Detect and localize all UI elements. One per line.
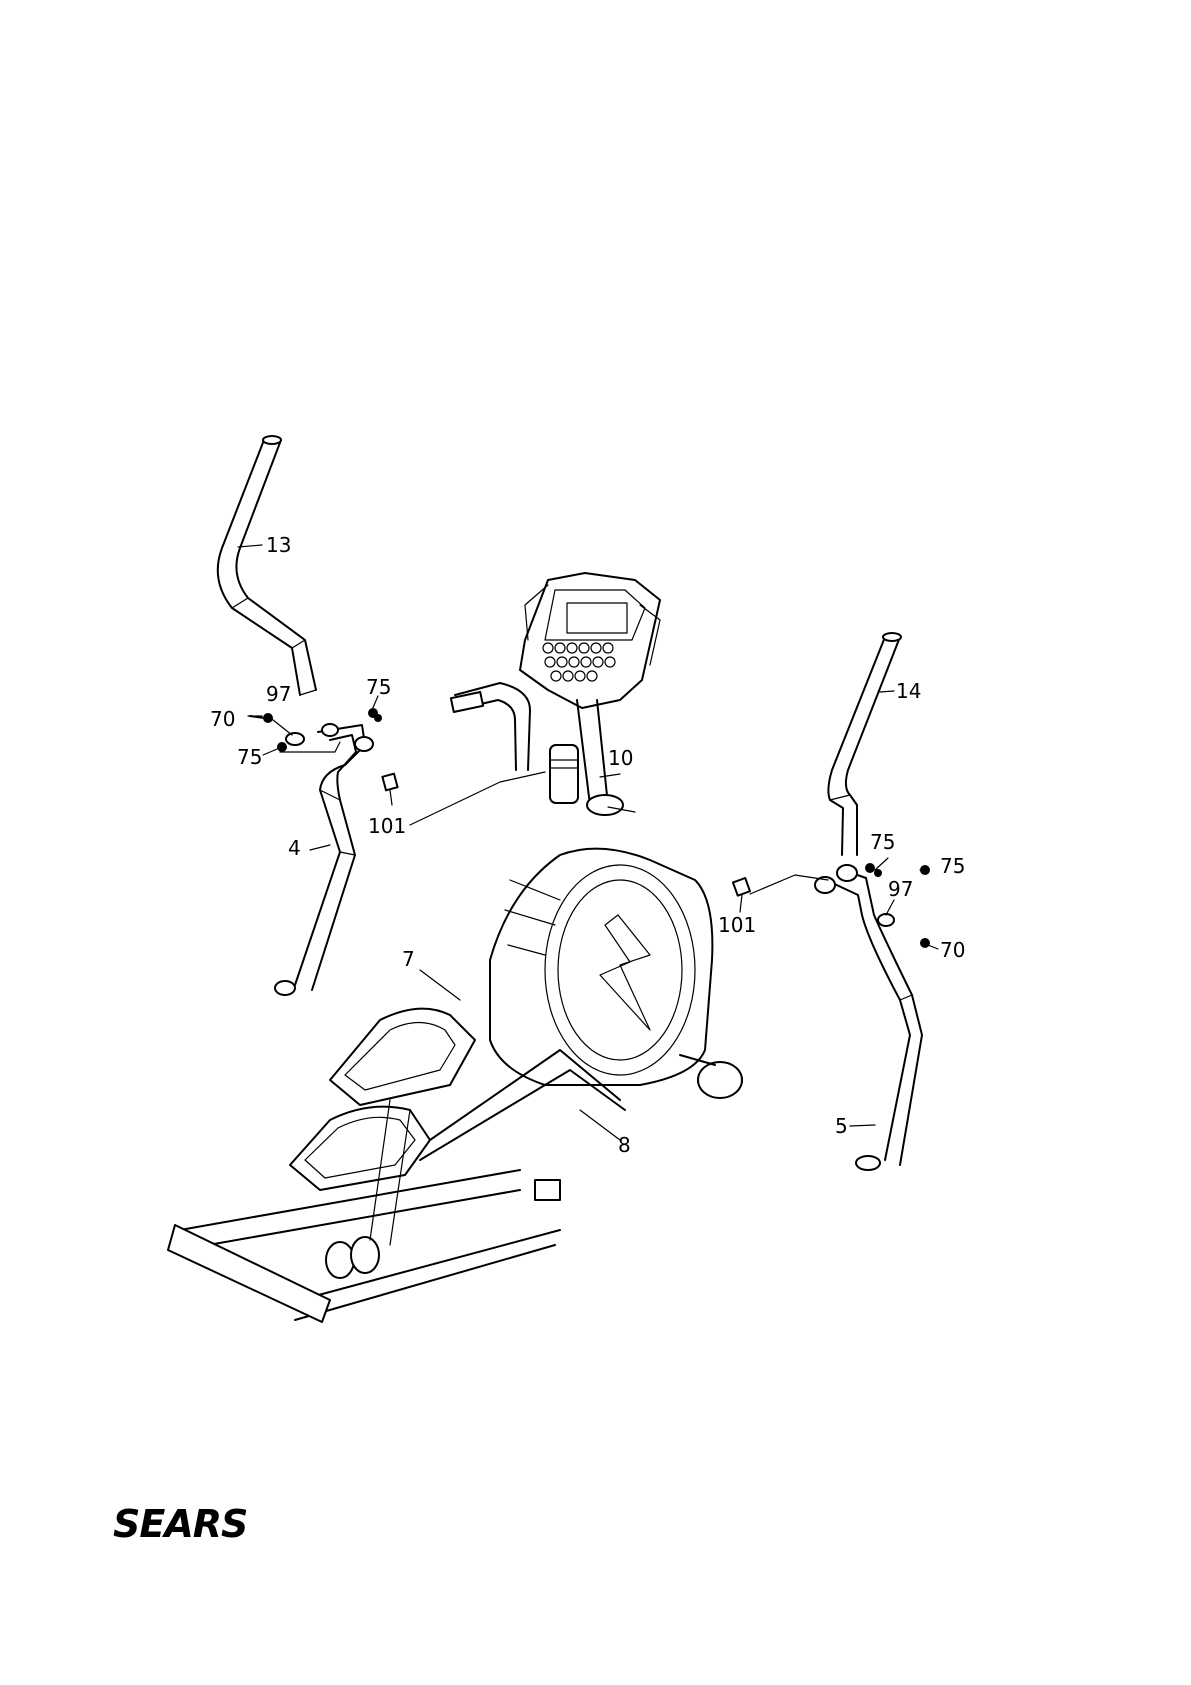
- label-part-5: 5: [835, 1114, 848, 1138]
- label-part-4: 4: [288, 836, 301, 860]
- left-upper-handlebar: [218, 436, 316, 695]
- label-part-97-right: 97: [888, 877, 913, 901]
- label-part-8: 8: [618, 1133, 631, 1157]
- label-part-7: 7: [402, 947, 415, 971]
- main-frame: [490, 849, 742, 1098]
- label-part-70-right: 70: [940, 938, 965, 962]
- label-part-10: 10: [608, 746, 633, 770]
- label-part-75-right: 75: [940, 854, 965, 878]
- label-part-101-right: 101: [718, 913, 756, 937]
- label-part-101-left: 101: [368, 814, 406, 838]
- right-upper-handlebar: [828, 633, 901, 855]
- sears-logo: SEARS: [113, 1502, 247, 1546]
- console-assembly: [451, 573, 660, 815]
- right-lower-handlebar: [815, 865, 922, 1170]
- label-part-75-right-top: 75: [870, 830, 895, 854]
- label-part-75-left-bottom: 75: [237, 745, 262, 769]
- label-part-97-left: 97: [266, 682, 291, 706]
- right-hardware: [733, 863, 930, 948]
- label-part-14: 14: [896, 679, 921, 703]
- label-part-75-left-top: 75: [366, 675, 391, 699]
- label-part-13: 13: [266, 533, 291, 557]
- sears-logo-text: SEARS: [113, 1502, 247, 1546]
- label-part-70-left: 70: [210, 707, 235, 731]
